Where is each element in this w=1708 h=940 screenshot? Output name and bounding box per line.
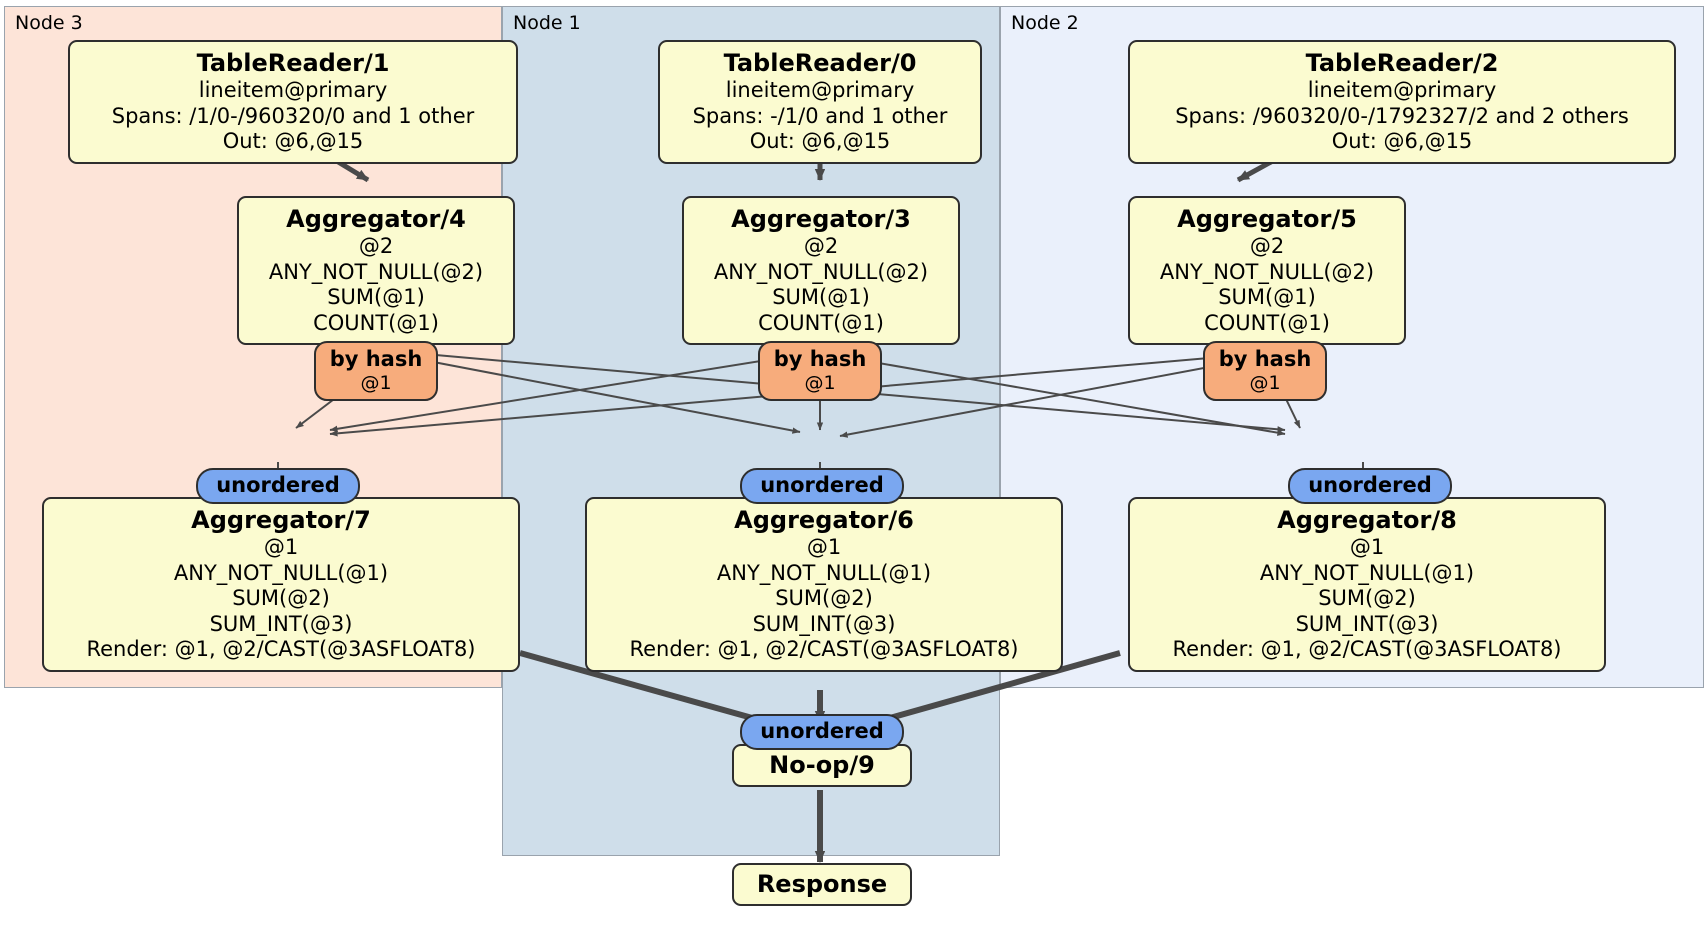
processor-title: Aggregator/5 bbox=[1177, 205, 1357, 233]
processor-detail-line: lineitem@primary bbox=[198, 78, 388, 102]
processor-detail-line: Spans: /960320/0-/1792327/2 and 2 others bbox=[1175, 103, 1629, 128]
processor-table-reader-0[interactable]: TableReader/0 lineitem@primary Spans: -/… bbox=[658, 40, 982, 164]
processor-title: TableReader/2 bbox=[1305, 49, 1499, 77]
processor-detail-line: SUM(@1) bbox=[1218, 285, 1316, 309]
processor-detail-line: @1 bbox=[1349, 535, 1385, 559]
processor-detail-line: SUM(@2) bbox=[1318, 586, 1416, 610]
processor-detail-line: COUNT(@1) bbox=[758, 310, 884, 335]
panel-node-3-label: Node 3 bbox=[15, 12, 83, 34]
processor-detail-line: ANY_NOT_NULL(@1) bbox=[1259, 560, 1475, 585]
processor-aggregator-5[interactable]: Aggregator/5 @2 ANY_NOT_NULL(@2) SUM(@1)… bbox=[1128, 196, 1406, 345]
synchronizer-unordered-left[interactable]: unordered bbox=[196, 468, 360, 504]
processor-detail-line: ANY_NOT_NULL(@1) bbox=[173, 560, 389, 585]
processor-title: Aggregator/6 bbox=[734, 506, 914, 534]
processor-title: TableReader/0 bbox=[723, 49, 917, 77]
synchronizer-unordered-final[interactable]: unordered bbox=[740, 714, 904, 750]
processor-title: No-op/9 bbox=[769, 751, 875, 779]
panel-node-2-label: Node 2 bbox=[1011, 12, 1079, 34]
processor-detail-line: SUM(@1) bbox=[327, 285, 425, 309]
router-column-label: @1 bbox=[360, 372, 392, 394]
processor-detail-line: Render: @1, @2/CAST(@3ASFLOAT8) bbox=[1172, 637, 1562, 661]
processor-detail-line: SUM_INT(@3) bbox=[1295, 611, 1439, 636]
synchronizer-unordered-right[interactable]: unordered bbox=[1288, 468, 1452, 504]
processor-table-reader-2[interactable]: TableReader/2 lineitem@primary Spans: /9… bbox=[1128, 40, 1676, 164]
processor-detail-line: lineitem@primary bbox=[1307, 78, 1497, 102]
synchronizer-label: unordered bbox=[760, 719, 884, 743]
processor-aggregator-3[interactable]: Aggregator/3 @2 ANY_NOT_NULL(@2) SUM(@1)… bbox=[682, 196, 960, 345]
processor-detail-line: Spans: /1/0-/960320/0 and 1 other bbox=[111, 103, 475, 128]
processor-aggregator-4[interactable]: Aggregator/4 @2 ANY_NOT_NULL(@2) SUM(@1)… bbox=[237, 196, 515, 345]
processor-detail-line: ANY_NOT_NULL(@2) bbox=[713, 259, 929, 284]
processor-detail-line: Render: @1, @2/CAST(@3ASFLOAT8) bbox=[629, 637, 1019, 661]
processor-title: Aggregator/4 bbox=[286, 205, 466, 233]
router-by-hash-right[interactable]: by hash @1 bbox=[1203, 341, 1327, 401]
processor-detail-line: SUM(@2) bbox=[232, 586, 330, 610]
processor-detail-line: @1 bbox=[806, 535, 842, 559]
processor-detail-line: COUNT(@1) bbox=[1204, 310, 1330, 335]
router-kind-label: by hash bbox=[1218, 347, 1312, 371]
panel-node-1-label: Node 1 bbox=[513, 12, 581, 34]
processor-title: Aggregator/8 bbox=[1277, 506, 1457, 534]
processor-detail-line: COUNT(@1) bbox=[313, 310, 439, 335]
router-column-label: @1 bbox=[1249, 372, 1281, 394]
processor-title: Response bbox=[756, 870, 888, 898]
processor-detail-line: SUM(@2) bbox=[775, 586, 873, 610]
synchronizer-unordered-center[interactable]: unordered bbox=[740, 468, 904, 504]
processor-detail-line: Out: @6,@15 bbox=[222, 129, 364, 153]
processor-detail-line: @2 bbox=[358, 234, 394, 258]
processor-detail-line: ANY_NOT_NULL(@1) bbox=[716, 560, 932, 585]
router-kind-label: by hash bbox=[773, 347, 867, 371]
processor-detail-line: lineitem@primary bbox=[725, 78, 915, 102]
processor-detail-line: @1 bbox=[263, 535, 299, 559]
processor-aggregator-7[interactable]: Aggregator/7 @1 ANY_NOT_NULL(@1) SUM(@2)… bbox=[42, 497, 520, 672]
processor-title: Aggregator/7 bbox=[191, 506, 371, 534]
processor-detail-line: SUM_INT(@3) bbox=[209, 611, 353, 636]
processor-detail-line: ANY_NOT_NULL(@2) bbox=[1159, 259, 1375, 284]
processor-detail-line: SUM(@1) bbox=[772, 285, 870, 309]
processor-detail-line: @2 bbox=[803, 234, 839, 258]
processor-response[interactable]: Response bbox=[732, 863, 912, 906]
processor-aggregator-8[interactable]: Aggregator/8 @1 ANY_NOT_NULL(@1) SUM(@2)… bbox=[1128, 497, 1606, 672]
synchronizer-label: unordered bbox=[216, 473, 340, 497]
router-kind-label: by hash bbox=[329, 347, 423, 371]
processor-no-op-9[interactable]: No-op/9 bbox=[732, 744, 912, 787]
processor-title: Aggregator/3 bbox=[731, 205, 911, 233]
processor-detail-line: Spans: -/1/0 and 1 other bbox=[692, 103, 948, 128]
processor-detail-line: Out: @6,@15 bbox=[749, 129, 891, 153]
processor-detail-line: @2 bbox=[1249, 234, 1285, 258]
synchronizer-label: unordered bbox=[760, 473, 884, 497]
processor-detail-line: Out: @6,@15 bbox=[1331, 129, 1473, 153]
processor-title: TableReader/1 bbox=[196, 49, 390, 77]
processor-aggregator-6[interactable]: Aggregator/6 @1 ANY_NOT_NULL(@1) SUM(@2)… bbox=[585, 497, 1063, 672]
router-by-hash-left[interactable]: by hash @1 bbox=[314, 341, 438, 401]
router-column-label: @1 bbox=[804, 372, 836, 394]
router-by-hash-center[interactable]: by hash @1 bbox=[758, 341, 882, 401]
processor-detail-line: Render: @1, @2/CAST(@3ASFLOAT8) bbox=[86, 637, 476, 661]
processor-table-reader-1[interactable]: TableReader/1 lineitem@primary Spans: /1… bbox=[68, 40, 518, 164]
synchronizer-label: unordered bbox=[1308, 473, 1432, 497]
processor-detail-line: ANY_NOT_NULL(@2) bbox=[268, 259, 484, 284]
processor-detail-line: SUM_INT(@3) bbox=[752, 611, 896, 636]
